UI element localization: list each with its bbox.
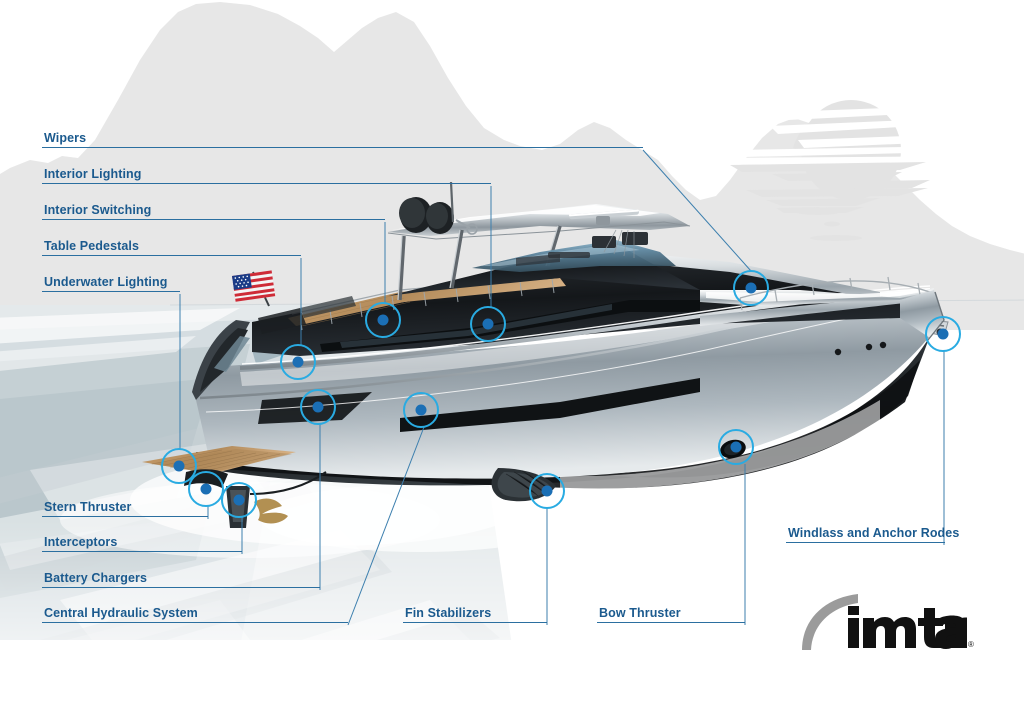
marker-battery-chargers	[300, 389, 336, 425]
callout-rule-interior-lighting	[42, 183, 491, 184]
callout-label-stern-thruster: Stern Thruster	[44, 500, 132, 514]
callout-fin-stabilizers[interactable]: Fin Stabilizers	[403, 606, 547, 623]
mountain-silhouette	[0, 2, 1024, 330]
callout-label-underwater-lighting: Underwater Lighting	[44, 275, 168, 289]
marker-wipers	[733, 270, 769, 306]
callout-rule-interceptors	[42, 551, 242, 552]
callout-label-interior-lighting: Interior Lighting	[44, 167, 142, 181]
callout-rule-underwater-lighting	[42, 291, 180, 292]
imtra-swoosh	[802, 594, 858, 650]
callout-rule-central-hydraulic	[42, 622, 348, 623]
callout-label-bow-thruster: Bow Thruster	[599, 606, 681, 620]
radar-arch-equipment	[399, 181, 639, 235]
imtra-wordmark	[848, 606, 967, 649]
porthole	[879, 341, 887, 349]
united-states-ensign	[232, 270, 276, 307]
marker-fin-stabilizers	[529, 473, 565, 509]
callout-label-wipers: Wipers	[44, 131, 87, 145]
callout-bow-thruster[interactable]: Bow Thruster	[597, 606, 745, 623]
callout-rule-windlass-anchor	[786, 542, 945, 543]
marker-interceptors	[221, 482, 257, 518]
marker-windlass-anchor	[925, 316, 961, 352]
callout-central-hydraulic[interactable]: Central Hydraulic System	[42, 606, 348, 623]
sun-silhouette	[716, 100, 1004, 241]
callout-rule-table-pedestals	[42, 255, 301, 256]
callout-underwater-lighting[interactable]: Underwater Lighting	[42, 275, 180, 292]
callout-rule-wipers	[42, 147, 643, 148]
callout-label-central-hydraulic: Central Hydraulic System	[44, 606, 198, 620]
callout-interceptors[interactable]: Interceptors	[42, 535, 242, 552]
porthole	[865, 343, 873, 351]
marker-stern-thruster	[188, 471, 224, 507]
bow-stem	[900, 290, 944, 338]
imtra-logo[interactable]: ®	[800, 592, 980, 654]
callout-battery-chargers[interactable]: Battery Chargers	[42, 571, 320, 588]
callout-rule-fin-stabilizers	[403, 622, 547, 623]
callout-wipers[interactable]: Wipers	[42, 131, 643, 148]
hull-topside	[196, 290, 932, 479]
bow-rail	[739, 276, 931, 311]
flybridge-furniture	[516, 232, 648, 266]
marker-bow-thruster	[718, 429, 754, 465]
callout-label-fin-stabilizers: Fin Stabilizers	[405, 606, 492, 620]
callout-rule-bow-thruster	[597, 622, 745, 623]
callout-stern-thruster[interactable]: Stern Thruster	[42, 500, 208, 517]
callout-label-windlass-anchor: Windlass and Anchor Rodes	[788, 526, 960, 540]
callout-label-table-pedestals: Table Pedestals	[44, 239, 140, 253]
leader-central-hydraulic	[347, 426, 425, 626]
callout-label-interior-switching: Interior Switching	[44, 203, 152, 217]
callout-label-interceptors: Interceptors	[44, 535, 118, 549]
marker-table-pedestals	[280, 344, 316, 380]
marker-underwater-lighting	[161, 448, 197, 484]
registered-mark: ®	[968, 640, 974, 649]
callout-table-pedestals[interactable]: Table Pedestals	[42, 239, 301, 256]
marker-interior-switching	[365, 302, 401, 338]
callout-rule-stern-thruster	[42, 516, 208, 517]
marker-interior-lighting	[470, 306, 506, 342]
callout-rule-battery-chargers	[42, 587, 320, 588]
superstructure-dark-band	[252, 258, 900, 356]
marker-central-hydraulic	[403, 392, 439, 428]
callout-rule-interior-switching	[42, 219, 385, 220]
callout-interior-switching[interactable]: Interior Switching	[42, 203, 385, 220]
callout-windlass-anchor[interactable]: Windlass and Anchor Rodes	[786, 526, 961, 543]
callout-label-battery-chargers: Battery Chargers	[44, 571, 148, 585]
porthole	[834, 348, 842, 356]
hull-window-strake	[400, 378, 700, 432]
cockpit-teak	[288, 278, 566, 326]
propeller	[254, 498, 288, 524]
flybridge-deck	[300, 250, 880, 318]
leader-wipers	[642, 149, 752, 272]
bow-sheer	[700, 288, 934, 326]
flybridge-rigging	[603, 229, 635, 258]
callout-interior-lighting[interactable]: Interior Lighting	[42, 167, 491, 184]
